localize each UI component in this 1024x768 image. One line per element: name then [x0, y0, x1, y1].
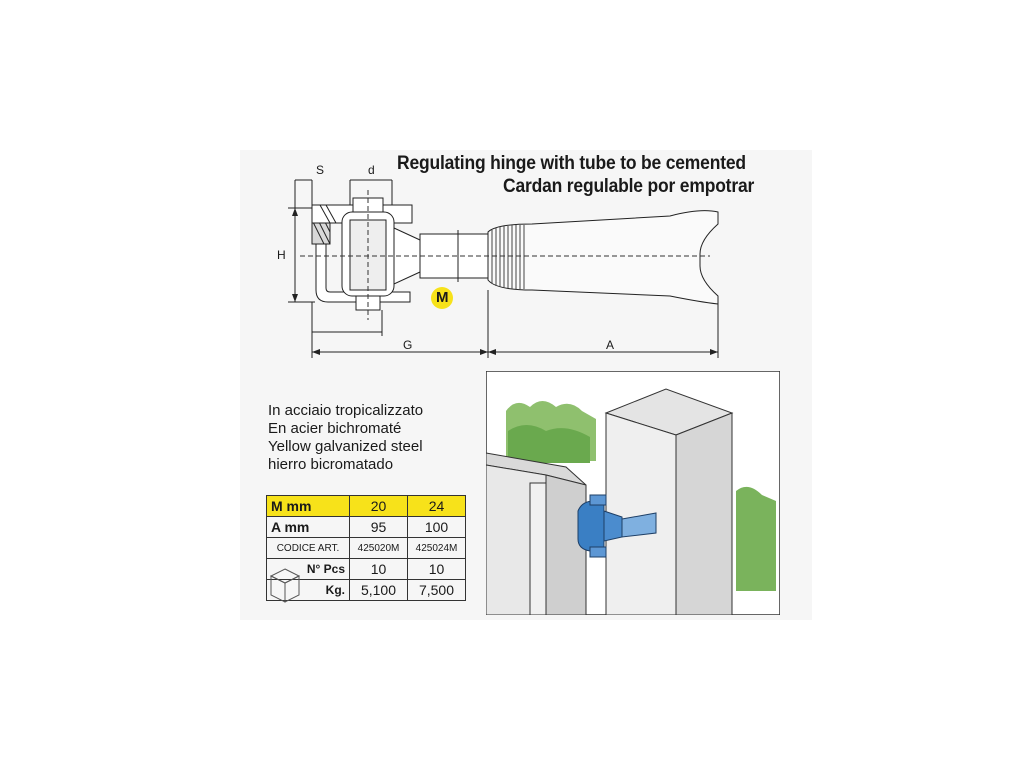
title-line-1: Regulating hinge with tube to be cemente… [397, 153, 746, 174]
dimension-s-label: S [316, 163, 325, 177]
material-line: En acier bichromaté [268, 420, 402, 437]
row-label: A mm [266, 516, 350, 538]
cell-value: 20 [349, 495, 408, 517]
title-line-2: Cardan regulable por empotrar [503, 176, 755, 197]
material-line: Yellow galvanized steel [268, 438, 423, 455]
installation-illustration [486, 371, 780, 615]
row-label: M mm [266, 495, 350, 517]
cell-value: 10 [349, 558, 408, 580]
table-row: CODICE ART. 425020M 425024M [266, 537, 466, 559]
cell-value: 10 [407, 558, 466, 580]
material-line: In acciaio tropicalizzato [268, 402, 424, 419]
table-row: N° Pcs 10 10 [266, 558, 466, 580]
row-label: CODICE ART. [266, 537, 350, 559]
dimension-h-label: H [277, 248, 286, 262]
cell-value: 100 [407, 516, 466, 538]
spec-table: M mm 20 24 A mm 95 100 CODICE ART. 42502… [266, 495, 466, 601]
table-row: A mm 95 100 [266, 516, 466, 538]
cell-value: 95 [349, 516, 408, 538]
row-label: Kg. [266, 579, 350, 601]
dimension-a-label: A [606, 338, 615, 352]
dimension-g-label: G [403, 338, 413, 352]
package-box-icon [269, 568, 301, 603]
cell-value: 5,100 [349, 579, 408, 601]
dimension-d-label: d [368, 163, 375, 177]
m-highlight-dot [431, 287, 453, 309]
cell-value: 7,500 [407, 579, 466, 601]
cell-value: 24 [407, 495, 466, 517]
cell-value: 425020M [349, 537, 408, 559]
hinge-technical-drawing [288, 179, 719, 358]
table-row: M mm 20 24 [266, 495, 466, 517]
material-line: hierro bicromatado [268, 456, 394, 473]
material-list: In acciaio tropicalizzato En acier bichr… [268, 402, 423, 474]
table-row: Kg. 5,100 7,500 [266, 579, 466, 601]
cell-value: 425024M [407, 537, 466, 559]
dimension-m-label: M [436, 289, 449, 306]
